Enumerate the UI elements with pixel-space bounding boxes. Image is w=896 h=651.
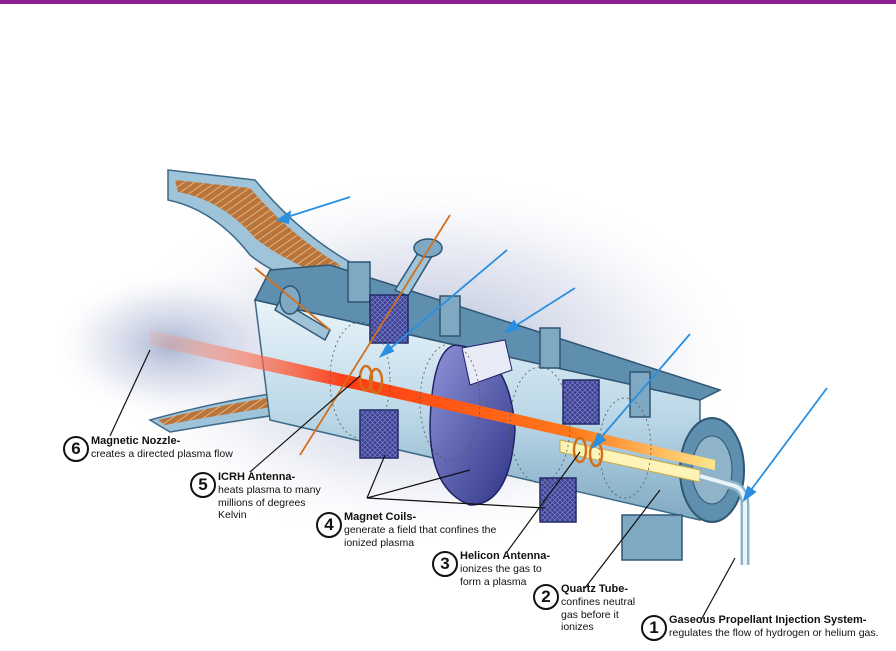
callout-description: generate a field that confines the ioniz… — [344, 524, 497, 549]
arrow-4 — [597, 333, 691, 442]
magnet-coil-upper-2 — [562, 379, 600, 425]
leader-1 — [700, 557, 736, 621]
magnet-coil-lower-1 — [359, 409, 399, 459]
header-bar — [0, 0, 896, 4]
callout-description: creates a directed plasma flow — [91, 448, 233, 460]
icrh-antenna-ring-1 — [358, 364, 374, 392]
field-ring-1 — [329, 321, 391, 439]
arrow-3 — [511, 287, 576, 329]
pointer-arrows — [275, 196, 828, 503]
callout-description: confines neutral gas before it ionizes — [561, 596, 636, 633]
nozzle-upper-lining — [175, 180, 340, 280]
helicon-antenna-ring-1 — [572, 436, 588, 464]
callout-number: 3 — [432, 551, 458, 577]
nozzle-lower-lining — [158, 394, 300, 425]
callout-title: Magnetic Nozzle- — [91, 435, 181, 447]
magnet-ring — [429, 344, 516, 506]
gas-injection-pipe-inner — [699, 474, 747, 565]
callout-number: 4 — [316, 512, 342, 538]
magnet-coil-upper-1 — [369, 294, 409, 344]
callout-description: regulates the flow of hydrogen or helium… — [669, 627, 879, 639]
callout-description: heats plasma to many millions of degrees… — [218, 484, 321, 521]
callout-description: ionizes the gas to form a plasma — [460, 563, 542, 588]
plasma-beam — [150, 330, 715, 470]
magnet-coil-lower-2 — [539, 477, 577, 523]
leader-6 — [109, 349, 151, 437]
callout-number: 5 — [190, 472, 216, 498]
leader-5 — [249, 375, 361, 473]
icrh-feed-line — [299, 214, 451, 456]
callout-title: ICRH Antenna- — [218, 471, 296, 483]
callout-number: 1 — [641, 615, 667, 641]
icrh-feed-line-2 — [254, 267, 331, 331]
leader-4c — [366, 497, 546, 509]
leader-2 — [584, 489, 661, 589]
lower-support — [621, 514, 683, 561]
field-ring-3 — [509, 366, 571, 484]
field-ring-2 — [419, 343, 481, 461]
magnet-ring-face — [461, 339, 513, 386]
callout-title: Quartz Tube- — [561, 583, 629, 595]
field-ring-4 — [598, 397, 652, 499]
callout-title: Helicon Antenna- — [460, 550, 551, 562]
callout-number: 2 — [533, 584, 559, 610]
arrow-5 — [747, 387, 828, 495]
arrow-2 — [385, 249, 508, 353]
leader-4a — [366, 454, 386, 499]
arrow-1 — [283, 196, 351, 219]
top-flange-3 — [539, 327, 561, 369]
callout-title: Gaseous Propellant Injection System- — [669, 614, 867, 626]
top-flange-1 — [347, 261, 371, 303]
callout-number: 6 — [63, 436, 89, 462]
top-flange-2 — [439, 295, 461, 337]
top-flange-4 — [629, 371, 651, 418]
icrh-antenna-ring-2 — [368, 367, 384, 395]
callout-title: Magnet Coils- — [344, 511, 417, 523]
quartz-tube — [559, 439, 701, 483]
leader-4b — [366, 469, 471, 499]
leader-lines — [109, 349, 736, 621]
diagonal-port-flange — [413, 238, 443, 258]
leader-3 — [506, 451, 581, 553]
